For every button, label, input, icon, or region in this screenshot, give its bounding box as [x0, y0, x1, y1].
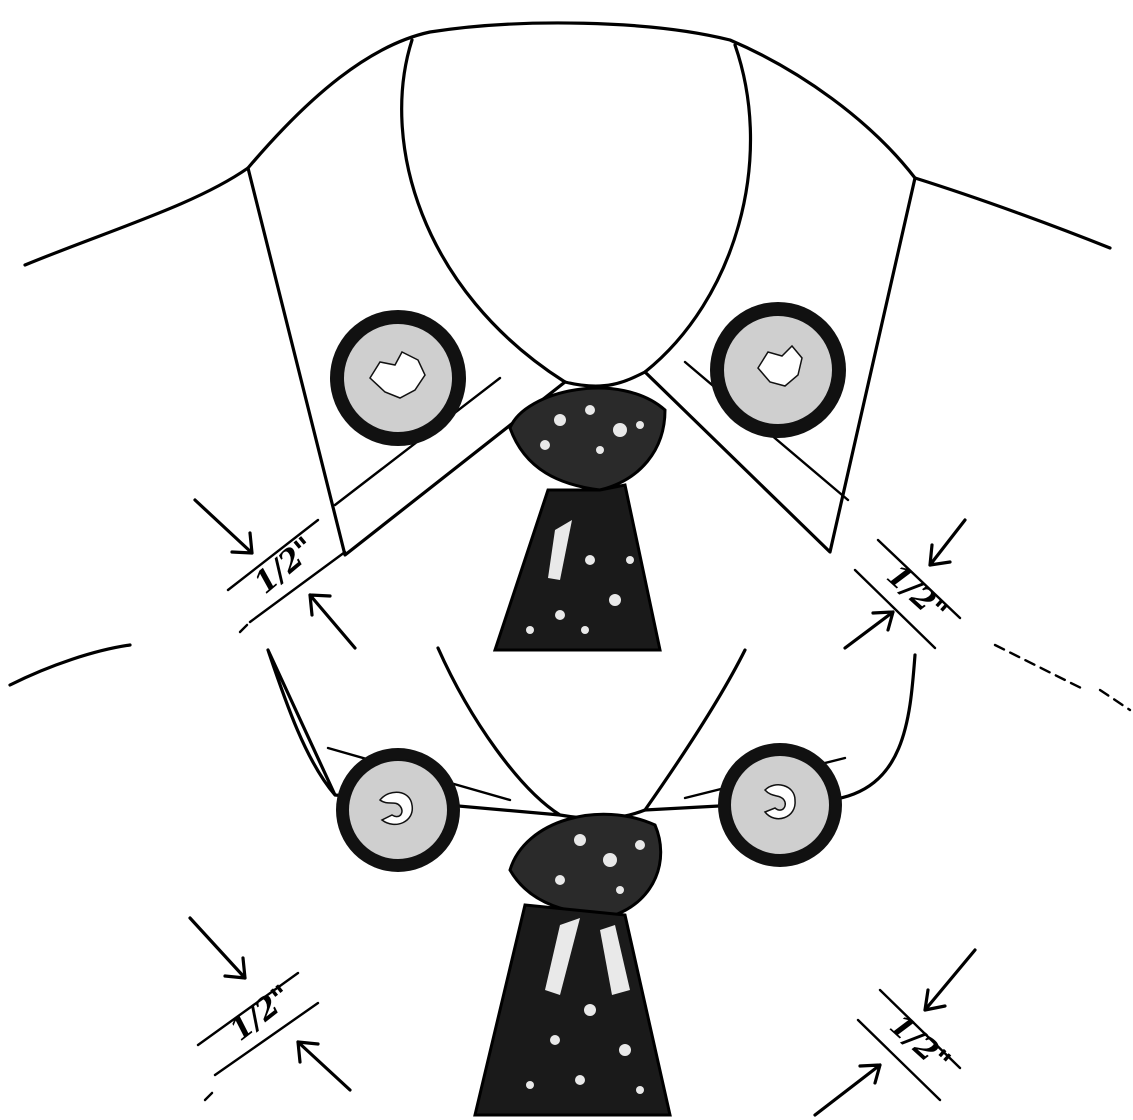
bottom-collar: 1/2" 1/2": [10, 645, 975, 1115]
top-collar: 1/2" 1/2": [25, 23, 1130, 710]
top-right-measurement: 1/2": [845, 520, 1130, 710]
arrow-icon: [815, 1065, 880, 1115]
bottom-left-measurement: 1/2": [190, 918, 350, 1100]
top-collar-band: [248, 23, 915, 178]
arrow-icon: [925, 950, 975, 1010]
top-left-measurement: 1/2": [195, 500, 355, 648]
bottom-right-measurement-label: 1/2": [883, 1008, 957, 1080]
top-tie-blade: [495, 485, 660, 650]
top-right-button: [710, 302, 846, 438]
bottom-left-shoulder-line: [10, 645, 130, 685]
arrow-icon: [845, 612, 893, 648]
top-left-measurement-label: 1/2": [248, 530, 323, 601]
bottom-left-button: [336, 748, 460, 872]
arrow-icon: [930, 520, 965, 565]
bottom-right-button: [718, 743, 842, 867]
top-left-button: [330, 310, 466, 446]
top-left-shoulder-line: [25, 168, 248, 265]
bottom-right-measurement: 1/2": [815, 950, 975, 1115]
bottom-necktie: [475, 814, 670, 1115]
bottom-tie-knot: [510, 814, 661, 915]
arrow-icon: [190, 918, 245, 978]
top-tie-knot: [510, 388, 665, 490]
arrow-icon: [310, 595, 355, 648]
arrow-icon: [298, 1042, 350, 1090]
top-right-shoulder-line: [915, 178, 1110, 248]
arrow-icon: [195, 500, 252, 553]
top-neck-opening: [402, 40, 751, 386]
bottom-left-measurement-label: 1/2": [223, 979, 298, 1049]
top-necktie: [495, 388, 665, 650]
